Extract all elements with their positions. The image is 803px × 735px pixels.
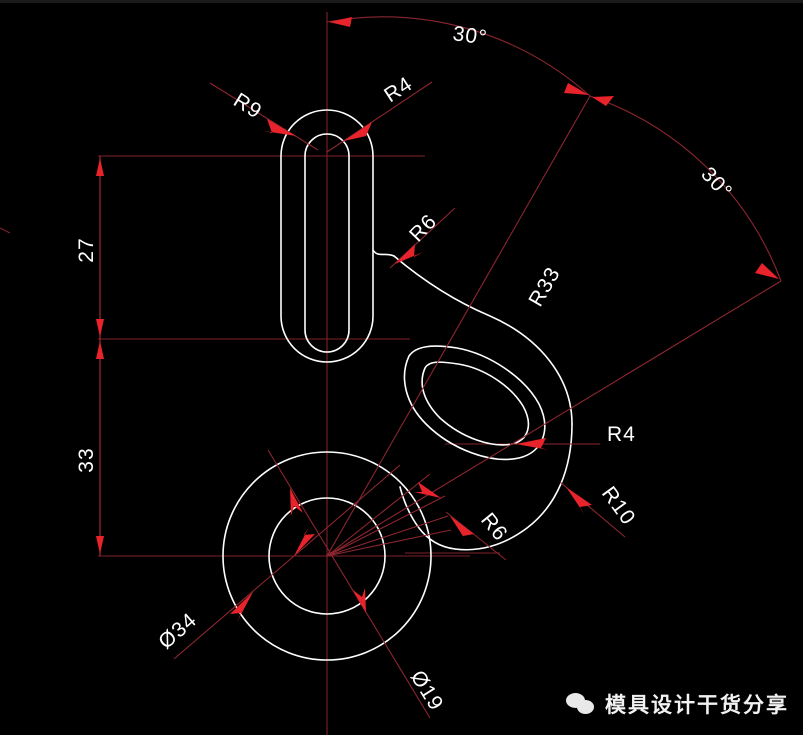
construction-ray-3 xyxy=(326,529,452,557)
construction-ray-1 xyxy=(326,495,446,557)
centerlines-group xyxy=(0,12,600,735)
dimension-dia34: Ø34 xyxy=(154,464,401,660)
leader-line-r6-lower xyxy=(445,511,507,561)
fillet-r6-lower xyxy=(399,486,456,550)
window-top-strip xyxy=(0,0,803,3)
arrowhead-r6-lower xyxy=(450,516,474,544)
dimension-dia19: Ø19 xyxy=(267,449,448,719)
leader-line-r4-top xyxy=(326,81,433,153)
construction-ray-2 xyxy=(326,515,449,557)
angular-arc-top xyxy=(326,16,591,97)
outer-lobe-upper-arc xyxy=(393,255,573,425)
dimension-label-r10: R10 xyxy=(597,482,640,529)
angular-arc-right xyxy=(589,95,782,282)
dimension-angle-top: 30° xyxy=(326,16,591,97)
tilted-oval-outer xyxy=(403,345,546,461)
dimension-label-r4-top: R4 xyxy=(380,72,417,107)
leader-line-dia34 xyxy=(173,464,401,660)
arrowhead-angle-right-top xyxy=(592,96,614,106)
arrowhead-27-top xyxy=(96,158,104,176)
arrowhead-r9 xyxy=(264,119,296,136)
arrowhead-33-bottom xyxy=(96,536,104,554)
arrowhead-r4-top xyxy=(344,122,375,141)
arrowhead-dia19-lower xyxy=(353,588,366,613)
dimension-label-angle-right: 30° xyxy=(696,163,737,204)
dimension-r4-right: R4 xyxy=(510,423,636,450)
tilted-oval-inner xyxy=(421,361,530,446)
sector-ray-lower xyxy=(326,280,782,557)
dimension-label-33: 33 xyxy=(75,447,98,472)
dimension-r10: R10 xyxy=(559,481,640,538)
dimension-label-27: 27 xyxy=(75,237,98,262)
arrowhead-dia34-near xyxy=(230,592,253,622)
dimension-r6-lower: R6 xyxy=(445,509,512,561)
leader-line-dia19 xyxy=(267,449,431,719)
dimension-label-dia19: Ø19 xyxy=(406,666,448,714)
dimension-label-r4-right: R4 xyxy=(607,423,636,446)
construction-ray-4 xyxy=(326,473,431,557)
inner-slot-r4 xyxy=(304,133,350,353)
inner-circle-dia19 xyxy=(268,497,386,615)
part-geometry-group xyxy=(222,109,573,661)
arrowhead-dia19-upper xyxy=(290,488,303,516)
leader-line-r9 xyxy=(209,82,319,151)
arrowhead-angle-right-bottom xyxy=(755,263,779,279)
dimension-r33: R33 xyxy=(524,263,565,310)
dimension-label-r33: R33 xyxy=(524,263,565,310)
edge-tick-left xyxy=(0,227,11,234)
arrowhead-27-bottom xyxy=(96,319,104,337)
outer-circle-dia34 xyxy=(222,451,432,661)
sector-ray-upper xyxy=(326,95,591,557)
dimension-angle-right: 30° xyxy=(589,95,782,282)
arrowhead-construction-1 xyxy=(414,482,441,498)
dimension-label-angle-top: 30° xyxy=(451,22,489,50)
arrowhead-r10 xyxy=(566,487,592,515)
dimension-label-r6-upper: R6 xyxy=(405,210,442,247)
arrowhead-r4-right xyxy=(516,438,549,450)
dimension-label-dia34: Ø34 xyxy=(154,608,201,653)
vertical-dimension-stack: 27 33 xyxy=(75,156,104,556)
outer-slot-r9 xyxy=(280,109,374,363)
fillet-r6-upper xyxy=(372,249,395,257)
dimension-label-r9: R9 xyxy=(229,89,266,124)
arrowhead-r6-upper xyxy=(395,244,423,264)
arrowhead-dia34-far xyxy=(294,527,315,556)
dimension-r6-upper: R6 xyxy=(389,207,456,269)
arrowhead-33-top xyxy=(96,341,104,359)
leader-line-r6-upper xyxy=(389,207,456,269)
arrowhead-angle-top-left xyxy=(329,17,352,27)
outer-lobe-lower-arc-r10 xyxy=(454,423,573,551)
construction-rays-group xyxy=(326,473,452,557)
arrowhead-angle-top-right xyxy=(564,83,589,95)
